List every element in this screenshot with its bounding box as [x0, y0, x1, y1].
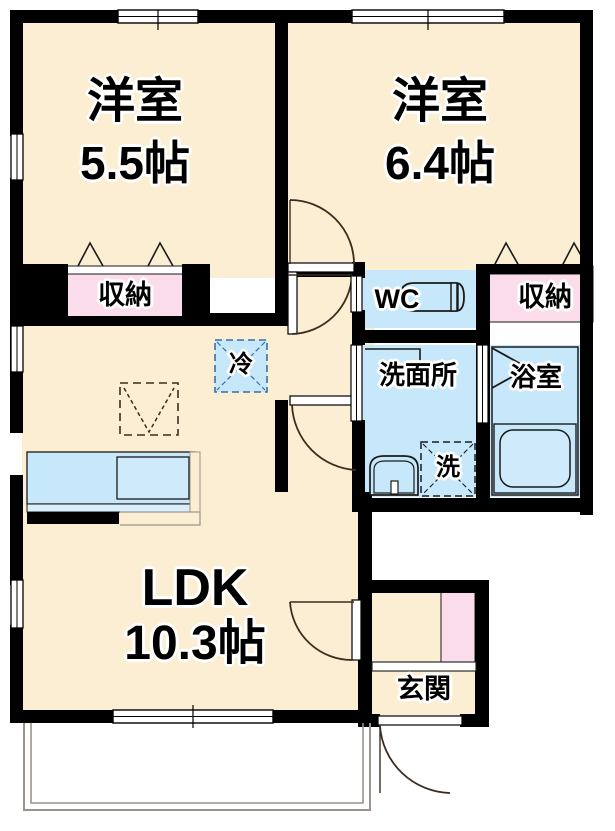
entrance-step [371, 661, 477, 672]
wall-right-b [580, 330, 593, 515]
vanity-sink [369, 455, 419, 496]
wall-top-right-a [286, 10, 354, 23]
wall-bottom-b [272, 710, 372, 723]
window-top-left [117, 9, 199, 30]
closet-left-fill [65, 271, 185, 323]
toilet [399, 282, 465, 312]
wall-left-closet-bottom [22, 316, 210, 326]
wall-closet-right-left [476, 264, 490, 330]
wall-top-right-b [502, 10, 593, 23]
wall-under-bedroom-left-b [182, 264, 210, 322]
range-hood [119, 382, 179, 436]
wall-left-f [10, 625, 23, 723]
wall-top-left-b [194, 10, 286, 23]
shoe-cabinet-fill [440, 591, 476, 663]
door-bathroom [476, 344, 530, 424]
wall-under-bedroom-left-a [10, 264, 68, 322]
closet-fills [65, 241, 594, 663]
window-left-mid [10, 325, 24, 373]
walls [10, 10, 593, 727]
wall-entrance-right [475, 580, 489, 727]
window-bottom-ldk [112, 705, 274, 728]
window-left-upper [10, 133, 24, 181]
wall-wet-left-a [352, 262, 365, 278]
door-washroom-fold [365, 348, 421, 388]
door-washroom [350, 344, 363, 422]
bathtub [491, 346, 579, 496]
wall-bedroom-divider [275, 10, 288, 272]
kitchen-counter [26, 451, 201, 526]
door-entrance [377, 715, 463, 794]
closet-right-fold-1 [493, 241, 520, 267]
fixtures [23, 282, 579, 811]
room-fill-bedroom-right [288, 20, 593, 278]
closet-right-fill [487, 271, 594, 323]
wall-wet-bottom [352, 498, 593, 512]
closet-left-fold-2 [147, 241, 174, 267]
wall-wet-left-c [352, 420, 365, 512]
wall-hall-top [203, 313, 288, 326]
wall-left-e [10, 475, 23, 585]
door-wc [350, 275, 363, 313]
window-top-right [351, 9, 505, 30]
wall-ldk-right-lower [358, 492, 372, 588]
wall-left-a [10, 10, 23, 136]
windows [10, 9, 505, 728]
wall-wc-washroom [352, 330, 480, 343]
wall-left-b [10, 178, 23, 268]
wall-entrance-bottom-b [460, 714, 489, 727]
wall-bottom-a [10, 710, 115, 723]
washing-machine [420, 441, 476, 497]
wall-wet-left-b [352, 310, 365, 345]
window-left-lower [10, 579, 24, 629]
door-ldk-entry [289, 599, 362, 661]
doors [287, 199, 530, 794]
door-hall-upper [287, 271, 353, 335]
closet-left-fold-1 [77, 241, 104, 267]
wall-hall-left-upper [275, 210, 288, 322]
refrigerator [214, 339, 268, 393]
wall-above-closet-right [476, 264, 593, 274]
wall-right-a [580, 10, 593, 330]
room-fill-bedroom-left [22, 20, 280, 278]
wall-top-left-a [22, 10, 122, 23]
wall-entrance-top [358, 580, 488, 593]
balcony [23, 723, 371, 811]
wall-hall-left-lower [275, 400, 288, 492]
door-bedroom-right [287, 199, 355, 273]
closet-left-track [65, 265, 185, 275]
